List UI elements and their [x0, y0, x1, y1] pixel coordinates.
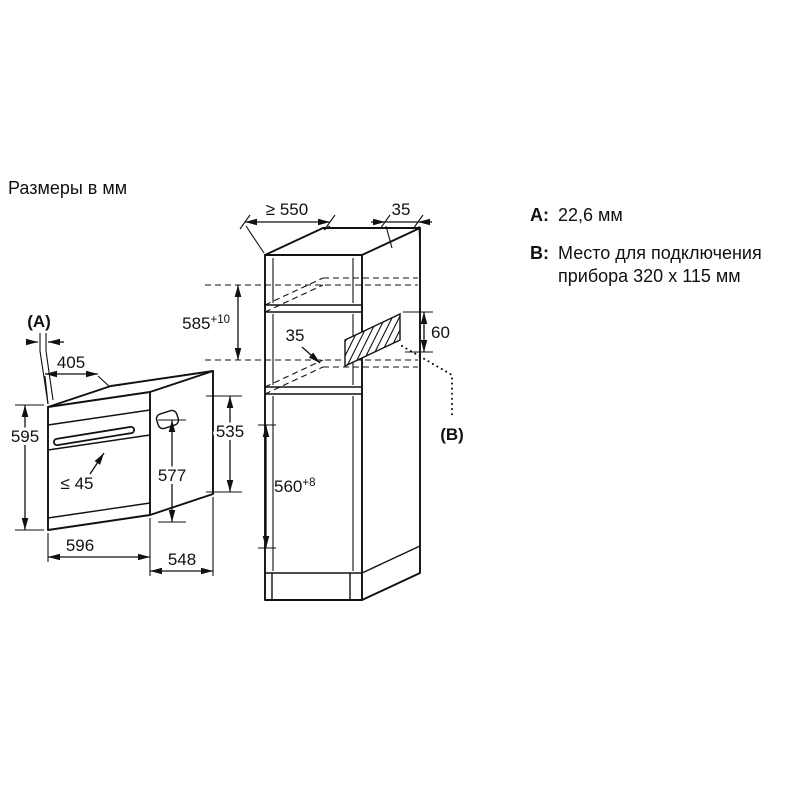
oven-dim-535: 535	[206, 395, 247, 493]
connection-leader-dotted	[401, 345, 453, 419]
cabinet-dim-depth-label: ≥ 550	[266, 200, 308, 219]
oven-dim-535-label: 535	[216, 422, 244, 441]
oven-dim-handle: ≤ 45	[61, 452, 105, 493]
cabinet-dim-rear-gap: 35	[371, 200, 432, 249]
oven-body-edges	[47, 370, 214, 516]
legend-b-line2: прибора 320 x 115 мм	[558, 266, 741, 286]
page-title: Размеры в мм	[8, 178, 127, 198]
oven-dim-548: 548	[150, 550, 213, 575]
cabinet-dim-conn-height-label: 60	[431, 323, 450, 342]
oven-front-details	[47, 409, 151, 519]
cabinet-dim-niche-height: 585+10	[182, 285, 242, 360]
oven-drawing	[47, 370, 214, 531]
oven-dim-405: 405	[44, 353, 111, 405]
cabinet-shelf-edges	[264, 304, 363, 395]
connection-area-outline	[344, 312, 401, 368]
oven-dim-handle-label: ≤ 45	[61, 474, 94, 493]
cabinet-dim-conn-offset-label: 35	[286, 326, 305, 345]
oven-dim-405-label: 405	[57, 353, 85, 372]
legend-b-line1: Место для подключения	[558, 243, 762, 263]
cabinet-body-outline	[264, 227, 421, 601]
cabinet-label-b: (B)	[440, 425, 464, 444]
oven-dim-577: 577	[155, 419, 189, 523]
cabinet-drawing	[205, 227, 453, 601]
oven-handle-inner	[54, 427, 134, 445]
cabinet-dim-niche-height-label: 585+10	[182, 314, 230, 333]
oven-dim-548-label: 548	[168, 550, 196, 569]
oven-dim-596-label: 596	[66, 536, 94, 555]
cabinet-dim-conn-height: 60	[403, 311, 450, 353]
oven-body-outline	[47, 370, 214, 531]
legend-a-key: A:	[530, 205, 549, 225]
cabinet-body-edges	[264, 227, 421, 601]
cabinet-dim-rear-gap-label: 35	[392, 200, 411, 219]
cabinet-plinth	[264, 545, 421, 601]
oven-dim-596: 596	[47, 497, 214, 576]
cabinet-hidden-edges	[205, 277, 418, 395]
cabinet-dim-conn-offset: 35	[286, 326, 321, 364]
oven-label-a: (A)	[27, 312, 51, 331]
cabinet-dim-niche-width-label: 560+8	[274, 477, 316, 496]
legend-a-value: 22,6 мм	[558, 205, 623, 225]
oven-dim-595-label: 595	[11, 427, 39, 446]
cabinet-dim-depth: ≥ 550	[239, 200, 336, 254]
cabinet-dim-niche-width: 560+8	[258, 424, 316, 549]
legend-b-key: B:	[530, 243, 549, 263]
connection-area	[344, 312, 401, 368]
oven-dim-577-label: 577	[158, 466, 186, 485]
oven-dim-595: 595	[8, 404, 44, 531]
legend: A: 22,6 мм B: Место для подключения приб…	[530, 205, 762, 286]
